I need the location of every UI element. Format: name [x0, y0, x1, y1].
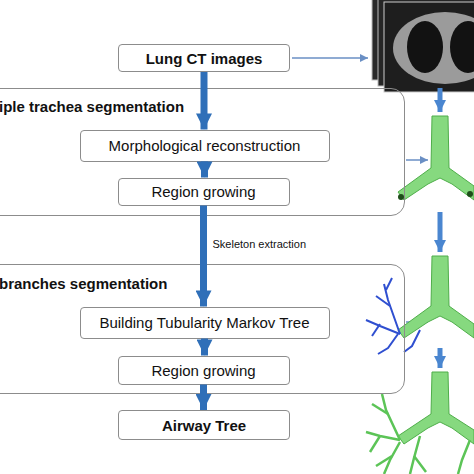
edge-label: Skeleton extraction [213, 238, 307, 250]
flow-arrow [201, 339, 208, 356]
ct-body [393, 12, 474, 84]
tree-branch [410, 436, 420, 474]
branch-line [384, 284, 400, 334]
branch-line [386, 278, 392, 290]
ct-stack [372, 0, 474, 92]
process-box: Region growing [118, 178, 290, 206]
trachea-shape [398, 116, 474, 200]
flow-arrow [200, 206, 207, 307]
branch-line [404, 330, 420, 352]
process-box: Airway Tree [118, 410, 290, 440]
process-box: Morphological reconstruction [80, 130, 330, 162]
trachea-shape [398, 372, 474, 444]
tree-branches [366, 394, 470, 474]
box-label: Region growing [151, 183, 255, 200]
leader-arrow [406, 159, 428, 161]
branch-line [378, 334, 398, 354]
group-heading: iple trachea segmentation [0, 98, 184, 115]
tree-branch [366, 432, 400, 440]
tree-branch [382, 394, 400, 440]
branch-line [376, 296, 390, 306]
box-label: Lung CT images [146, 50, 263, 67]
image-arrow [438, 348, 443, 368]
box-label: Building Tubularity Markov Tree [99, 314, 309, 331]
trachea-shape [398, 256, 474, 338]
tree-branch [414, 456, 426, 472]
tree-branch [458, 440, 470, 474]
flow-arrow [200, 385, 207, 411]
tree-branch [384, 442, 400, 474]
ct-lung [450, 21, 474, 73]
image-arrow [438, 212, 443, 252]
group-band: iple trachea segmentationMorphological r… [0, 88, 405, 216]
seed-point [467, 191, 473, 197]
process-box: Building Tubularity Markov Tree [80, 307, 330, 339]
tree-branch [376, 456, 392, 466]
ct-lung [407, 21, 443, 73]
leader-arrow [292, 57, 368, 59]
seed-point [398, 194, 404, 200]
branch-line [372, 324, 380, 336]
box-label: Morphological reconstruction [109, 137, 301, 154]
group-band: branches segmentationBuilding Tubularity… [0, 264, 405, 394]
branch-line [366, 320, 400, 334]
flow-arrow [201, 72, 208, 130]
group-heading: branches segmentation [0, 275, 167, 292]
flow-arrow [201, 162, 208, 178]
box-label: Region growing [151, 362, 255, 379]
branch-lines [366, 278, 420, 354]
image-arrow [438, 88, 443, 112]
tree-branch [372, 404, 388, 414]
process-box: Lung CT images [118, 44, 290, 72]
box-label: Airway Tree [162, 417, 246, 434]
process-box: Region growing [118, 356, 290, 385]
tree-branch [370, 436, 380, 452]
